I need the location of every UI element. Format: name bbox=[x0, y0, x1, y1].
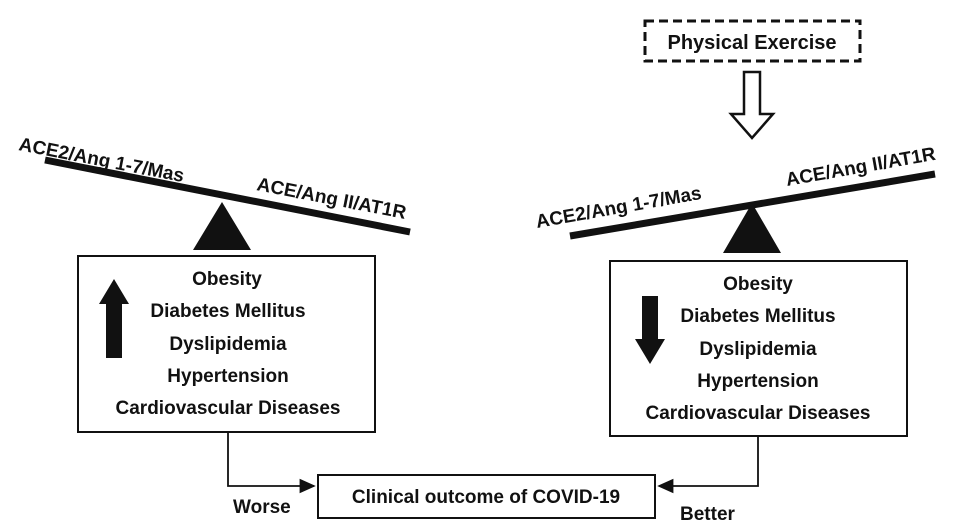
left-condition-item: Obesity bbox=[192, 269, 262, 290]
right-condition-item: Diabetes Mellitus bbox=[680, 306, 835, 327]
right-condition-item: Dyslipidemia bbox=[699, 339, 817, 360]
left-condition-item: Cardiovascular Diseases bbox=[116, 398, 341, 419]
left-scale-fulcrum bbox=[193, 202, 251, 250]
exercise-group: Physical Exercise bbox=[643, 19, 862, 140]
left-scale-beam bbox=[44, 156, 411, 236]
outcome-box bbox=[317, 474, 656, 519]
right-scale-fulcrum bbox=[723, 203, 781, 253]
left-scale: ACE2/Ang 1-7/Mas ACE/Ang II/AT1R Obesity… bbox=[17, 134, 411, 433]
left-high-label: ACE2/Ang 1-7/Mas bbox=[17, 134, 186, 187]
worse-label: Worse bbox=[233, 497, 291, 518]
right-decrease-arrow-icon bbox=[635, 296, 665, 364]
left-conditions-box bbox=[77, 255, 376, 433]
exercise-label: Physical Exercise bbox=[667, 32, 836, 54]
right-conditions-box bbox=[609, 260, 908, 437]
left-condition-item: Diabetes Mellitus bbox=[150, 301, 305, 322]
left-increase-arrow-icon bbox=[99, 279, 129, 358]
outcome-label: Clinical outcome of COVID-19 bbox=[352, 487, 620, 508]
right-condition-item: Cardiovascular Diseases bbox=[646, 403, 871, 424]
left-condition-item: Hypertension bbox=[167, 366, 288, 387]
worse-connector-arrow bbox=[227, 432, 316, 494]
better-connector-arrow bbox=[657, 436, 759, 494]
exercise-box bbox=[643, 19, 862, 63]
outcome-group: Clinical outcome of COVID-19 Worse Bette… bbox=[227, 432, 759, 525]
better-label: Better bbox=[680, 504, 736, 525]
left-condition-item: Dyslipidemia bbox=[169, 334, 287, 355]
right-condition-item: Hypertension bbox=[697, 371, 818, 392]
right-scale: ACE2/Ang 1-7/Mas ACE/Ang II/AT1R Obesity… bbox=[534, 144, 937, 437]
exercise-down-arrow bbox=[728, 70, 776, 140]
right-condition-item: Obesity bbox=[723, 274, 793, 295]
